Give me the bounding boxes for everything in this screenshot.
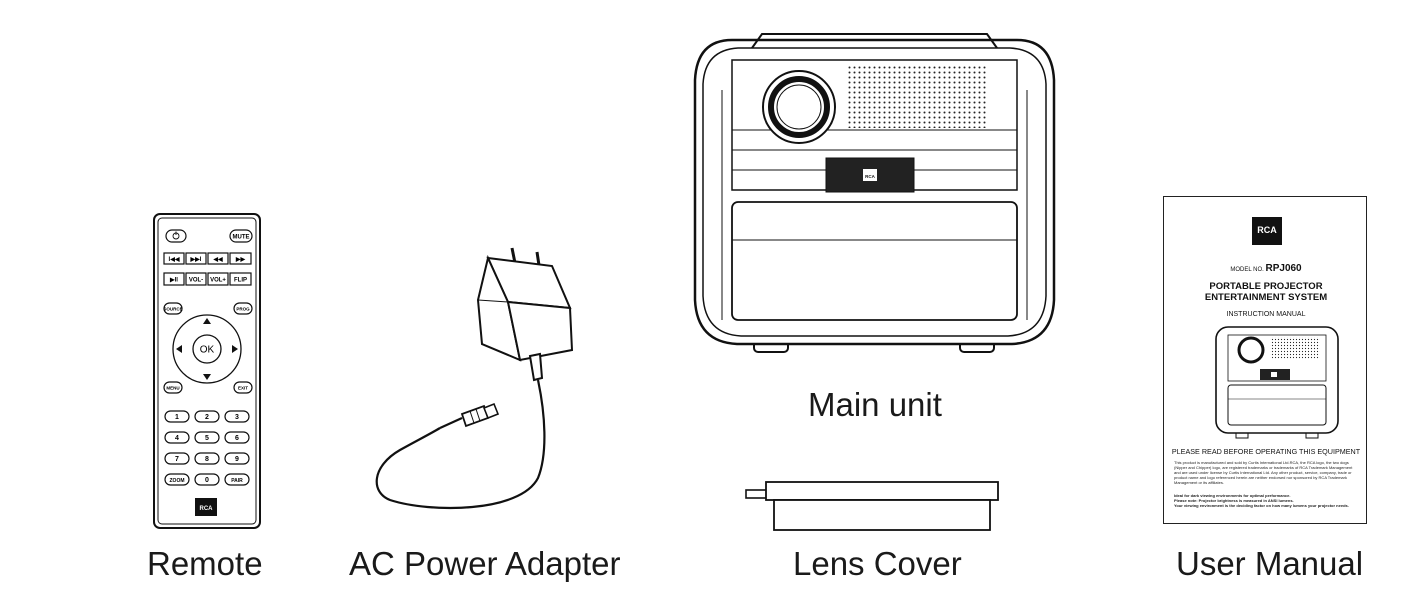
svg-text:OK: OK [200,345,215,356]
svg-text:▶II: ▶II [169,277,178,284]
ac-adapter-illustration [375,247,574,510]
svg-text:MENU: MENU [166,386,179,391]
svg-text:VOL-: VOL- [189,278,203,284]
caption-lens-cover: Lens Cover [793,545,962,582]
manual-title-line1: PORTABLE PROJECTOR [1209,281,1323,292]
user-manual-illustration: RCA MODEL NO. RPJ060 PORTABLE PROJECTOR … [1163,196,1367,524]
caption-remote: Remote [147,545,263,582]
svg-text:5: 5 [205,435,209,442]
svg-text:I◀◀: I◀◀ [169,256,180,263]
power-button [165,229,187,243]
manual-logo [1252,217,1282,245]
remote-illustration: MUTE I◀◀ ▶▶I ◀◀ ▶▶ ▶II VOL- VOL+ FLIP SO… [153,213,261,529]
svg-text:0: 0 [205,477,209,484]
svg-text:▶▶I: ▶▶I [190,256,202,263]
svg-text:◀◀: ◀◀ [212,256,223,263]
manual-model: MODEL NO. RPJ060 [1230,263,1302,274]
svg-text:SOURCE: SOURCE [163,307,182,312]
mute-button: MUTE [229,229,253,243]
svg-text:PAIR: PAIR [231,478,243,484]
lens-cover-illustration [745,481,999,531]
manual-logo-text: RCA [1257,225,1277,235]
svg-text:ZOOM: ZOOM [170,478,185,484]
svg-text:2: 2 [205,414,209,421]
manual-subtitle: INSTRUCTION MANUAL [1226,311,1306,318]
svg-text:RCA: RCA [200,506,214,512]
svg-text:4: 4 [175,435,179,442]
manual-projector-image [1215,326,1339,439]
svg-text:7: 7 [175,456,179,463]
svg-text:MUTE: MUTE [233,235,250,241]
svg-text:6: 6 [235,435,239,442]
manual-warning: PLEASE READ BEFORE OPERATING THIS EQUIPM… [1171,447,1361,456]
manual-title-line2: ENTERTAINMENT SYSTEM [1204,292,1328,303]
caption-ac-adapter: AC Power Adapter [349,545,621,582]
svg-text:EXIT: EXIT [238,386,248,391]
manual-fine-print: This product is manufactured and sold by… [1174,460,1353,485]
main-unit-illustration: RCA [693,33,1056,353]
svg-text:FLIP: FLIP [234,278,247,284]
caption-user-manual: User Manual [1176,545,1364,582]
svg-text:▶▶: ▶▶ [235,256,246,263]
caption-main-unit: Main unit [808,386,942,423]
svg-text:9: 9 [235,456,239,463]
svg-text:1: 1 [175,414,179,421]
svg-text:RCA: RCA [865,174,875,179]
svg-text:VOL+: VOL+ [210,278,226,284]
svg-text:8: 8 [205,456,209,463]
manual-note-3: Your viewing environment is the deciding… [1174,503,1349,508]
manual-note-2: Please note: Projector brightness is mea… [1174,498,1294,503]
svg-text:3: 3 [235,414,239,421]
svg-text:PROG: PROG [236,307,250,312]
manual-note-1: Ideal for dark viewing environments for … [1174,493,1291,498]
